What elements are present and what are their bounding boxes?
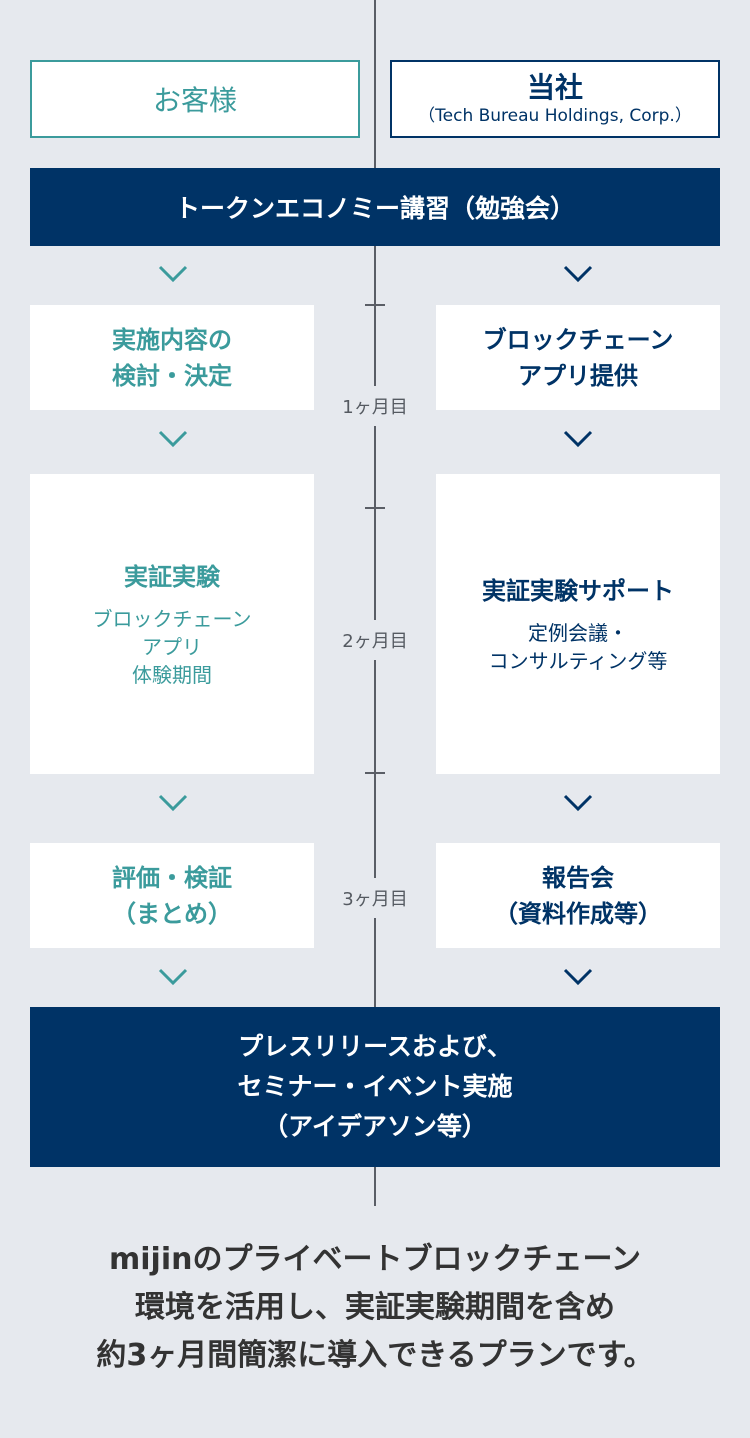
chevron-down-icon [563, 794, 593, 812]
step-evaluation: 評価・検証 （まとめ） [30, 843, 314, 948]
chevron-down-icon [158, 968, 188, 986]
month-label-2: 2ヶ月目 [330, 620, 420, 660]
step-experiment-sub-line2: アプリ [142, 635, 202, 659]
step-support-title: 実証実験サポート [482, 577, 674, 605]
plan-summary: mijinのプライベートブロックチェーン 環境を活用し、実証実験期間を含め 約3… [0, 1236, 750, 1380]
step-app-line2: アプリ提供 [518, 361, 638, 390]
step-lecture: トークンエコノミー講習（勉強会） [30, 168, 720, 246]
step-evaluation-line2: （まとめ） [112, 899, 232, 928]
step-experiment-sub-line1: ブロックチェーン [92, 607, 252, 631]
step-experiment-support: 実証実験サポート 定例会議・ コンサルティング等 [436, 474, 720, 774]
step-report-line1: 報告会 [542, 863, 614, 892]
step-press-line3: （アイデアソン等） [263, 1112, 487, 1141]
customer-header-label: お客様 [152, 84, 237, 117]
step-experiment: 実証実験 ブロックチェーン アプリ 体験期間 [30, 474, 314, 774]
company-header-sub: （Tech Bureau Holdings, Corp.） [418, 106, 692, 126]
step-lecture-label: トークンエコノミー講習（勉強会） [174, 194, 575, 223]
step-app-provision: ブロックチェーン アプリ提供 [436, 305, 720, 410]
step-plan-decision: 実施内容の 検討・決定 [30, 305, 314, 410]
step-support-sub-line1: 定例会議・ [528, 621, 628, 645]
timeline-tick [365, 772, 385, 774]
chevron-down-icon [563, 430, 593, 448]
step-app-line1: ブロックチェーン [482, 325, 674, 354]
company-header-name: 当社 [526, 71, 583, 104]
chevron-down-icon [158, 430, 188, 448]
timeline-tick [365, 304, 385, 306]
step-support-sub-line2: コンサルティング等 [488, 649, 668, 673]
step-experiment-sub: ブロックチェーン アプリ 体験期間 [93, 605, 252, 689]
step-plan-line2: 検討・決定 [112, 361, 232, 390]
chevron-down-icon [158, 265, 188, 283]
timeline-line [374, 1167, 376, 1206]
step-evaluation-line1: 評価・検証 [112, 863, 232, 892]
step-press-release: プレスリリースおよび、 セミナー・イベント実施 （アイデアソン等） [30, 1007, 720, 1167]
customer-header: お客様 [30, 60, 360, 138]
step-press-line1: プレスリリースおよび、 [238, 1032, 512, 1061]
chevron-down-icon [563, 265, 593, 283]
step-report-line2: （資料作成等） [494, 899, 662, 928]
step-experiment-title: 実証実験 [124, 563, 220, 591]
step-experiment-sub-line3: 体験期間 [132, 663, 212, 687]
timeline-tick [365, 507, 385, 509]
month-label-1: 1ヶ月目 [330, 386, 420, 426]
month-label-3: 3ヶ月目 [330, 878, 420, 918]
timeline-line [374, 0, 376, 168]
company-header: 当社 （Tech Bureau Holdings, Corp.） [390, 60, 720, 138]
step-support-sub: 定例会議・ コンサルティング等 [489, 619, 668, 675]
chevron-down-icon [158, 794, 188, 812]
step-report: 報告会 （資料作成等） [436, 843, 720, 948]
step-press-line2: セミナー・イベント実施 [237, 1072, 513, 1101]
summary-line2: 環境を活用し、実証実験期間を含め [135, 1290, 615, 1325]
chevron-down-icon [563, 968, 593, 986]
step-plan-line1: 実施内容の [112, 325, 232, 354]
summary-line3: 約3ヶ月間簡潔に導入できるプランです。 [96, 1338, 654, 1373]
summary-line1: mijinのプライベートブロックチェーン [109, 1242, 641, 1277]
